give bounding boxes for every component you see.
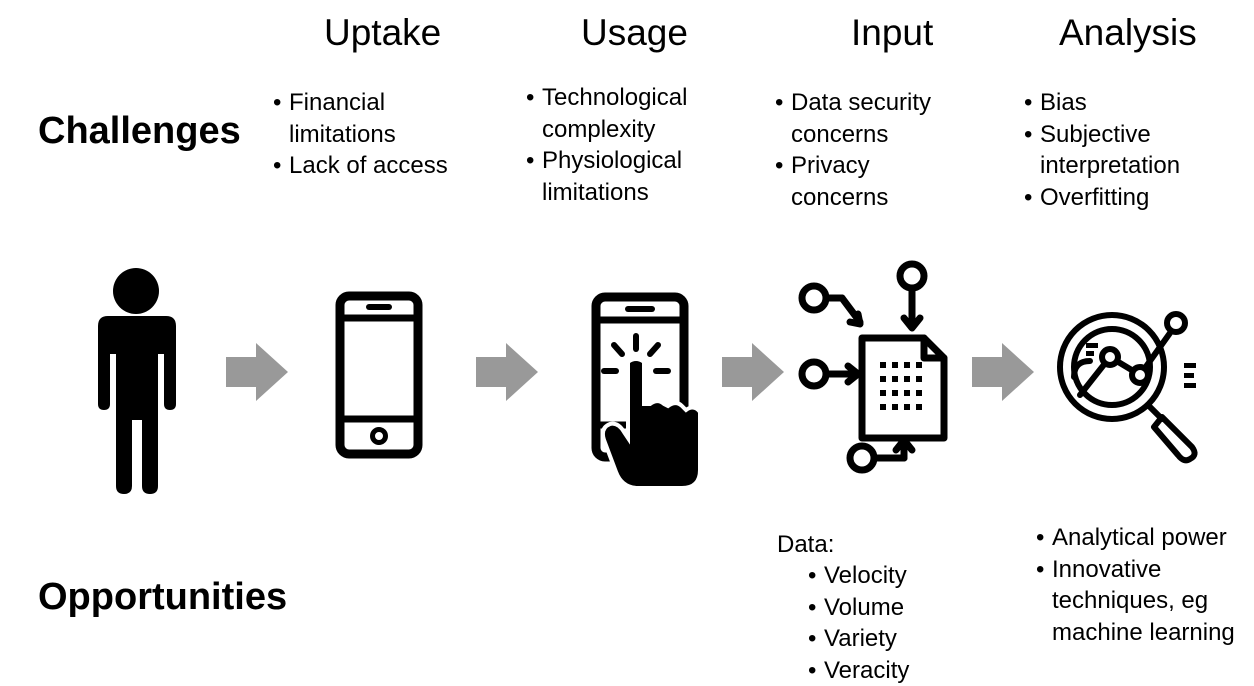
opportunities-input-list: Velocity Volume Variety Veracity <box>808 560 909 686</box>
bullet-item: Subjective interpretation <box>1024 119 1180 182</box>
stage-title-usage: Usage <box>581 12 688 54</box>
analytics-magnifier-icon <box>1050 305 1210 465</box>
bullet-item: Velocity <box>808 560 909 592</box>
person-icon <box>88 262 188 496</box>
arrow-icon <box>722 343 784 401</box>
row-label-opportunities: Opportunities <box>38 576 287 619</box>
stage-title-uptake: Uptake <box>324 12 441 54</box>
arrow-icon <box>226 343 288 401</box>
bullet-item: Bias <box>1024 87 1180 119</box>
smartphone-icon <box>335 291 423 459</box>
bullet-item: Veracity <box>808 655 909 686</box>
challenges-input-list: Data security concerns Privacy concerns <box>775 87 931 213</box>
stage-title-input: Input <box>851 12 933 54</box>
bullet-item: Lack of access <box>273 150 448 182</box>
arrow-icon <box>476 343 538 401</box>
bullet-item: Variety <box>808 623 909 655</box>
bullet-item: Overfitting <box>1024 182 1180 214</box>
row-label-challenges: Challenges <box>38 110 241 153</box>
challenges-uptake-list: Financial limitations Lack of access <box>273 87 448 182</box>
stage-title-analysis: Analysis <box>1059 12 1197 54</box>
bullet-item: Data security concerns <box>775 87 931 150</box>
bullet-item: Financial limitations <box>273 87 448 150</box>
bullet-item: Volume <box>808 592 909 624</box>
data-inputs-document-icon <box>794 260 954 476</box>
opportunities-analysis-list: Analytical power Innovative techniques, … <box>1036 522 1235 648</box>
bullet-item: Innovative techniques, eg machine learni… <box>1036 554 1235 649</box>
challenges-usage-list: Technological complexity Physiological l… <box>526 82 687 208</box>
bullet-item: Technological complexity <box>526 82 687 145</box>
bullet-item: Analytical power <box>1036 522 1235 554</box>
opportunities-input-heading: Data: <box>777 529 834 561</box>
arrow-icon <box>972 343 1034 401</box>
bullet-item: Physiological limitations <box>526 145 687 208</box>
bullet-item: Privacy concerns <box>775 150 931 213</box>
touchscreen-tap-icon <box>588 292 708 492</box>
challenges-analysis-list: Bias Subjective interpretation Overfitti… <box>1024 87 1180 213</box>
